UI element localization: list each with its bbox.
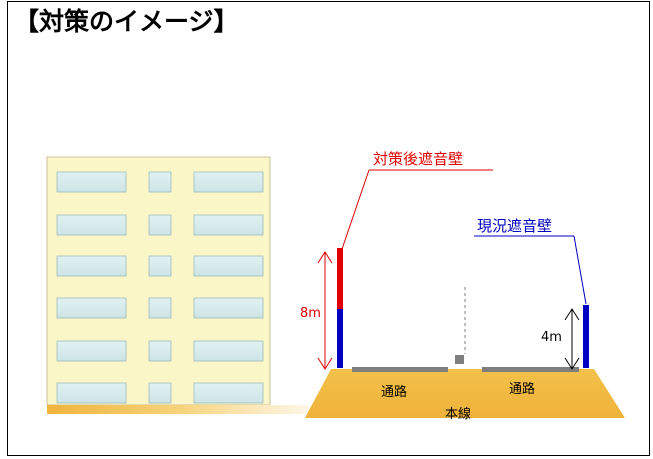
passage-left-label: 通路 [381,385,408,400]
road-embankment [305,369,625,418]
after-wall-lower [337,309,343,368]
ground-strip [47,405,337,414]
median-post [455,355,464,364]
height-4m-arrow [564,308,580,370]
diagram-title: 【対策のイメージ】 [14,7,239,36]
after-wall-upper [337,248,343,309]
after-wall-label: 対策後遮音壁 [373,150,464,168]
apartment-building [46,156,271,406]
height-4m-label: 4m [541,330,562,345]
after-wall-leader [340,169,493,253]
current-wall-label: 現況遮音壁 [477,217,553,235]
passage-right-strip [482,367,579,372]
main-line-label: 本線 [445,407,472,422]
height-8m-arrow [317,251,333,370]
height-8m-label: 8m [300,306,321,321]
current-wall [583,305,589,368]
current-wall-leader [474,235,587,305]
passage-right-label: 通路 [509,382,536,397]
building-windows [56,171,264,404]
passage-left-strip [352,367,448,372]
